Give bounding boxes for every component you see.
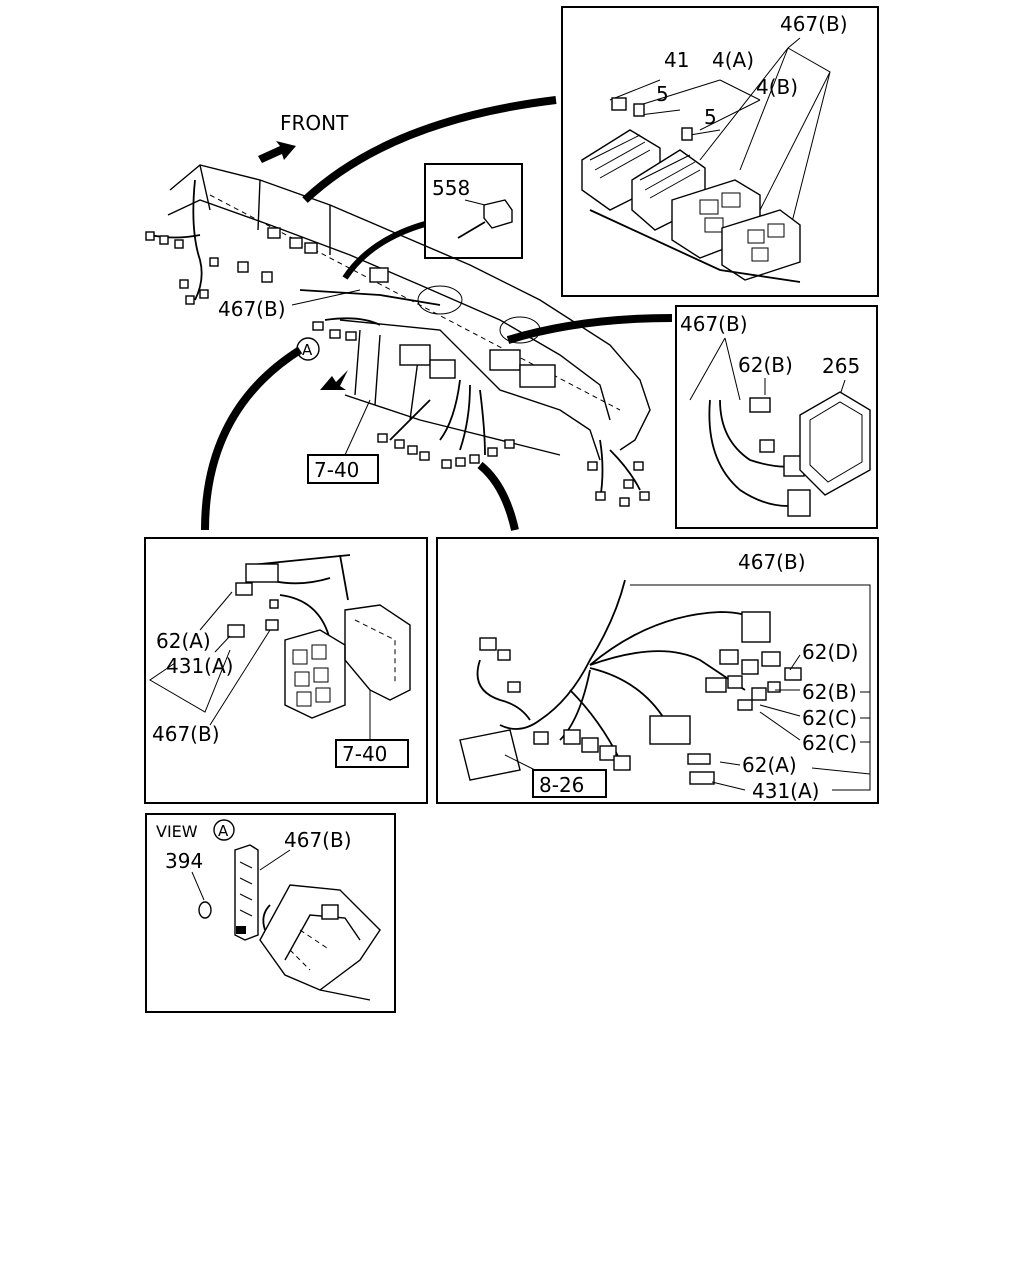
lower-harness-branch — [377, 379, 650, 507]
right-label-62d: 62(D) — [802, 640, 858, 664]
view-marker-circle — [213, 819, 235, 841]
right-label-62a: 62(A) — [742, 753, 797, 777]
clip-394-icon — [198, 901, 212, 919]
main-assembly: FRONT — [145, 111, 651, 507]
left-panel-frame — [144, 537, 428, 804]
relay-block-b — [721, 209, 801, 281]
part-265-panel: 467(B) 62(B) 265 — [675, 305, 878, 529]
callout-arcs — [201, 96, 673, 531]
p265-label-467b: 467(B) — [680, 312, 748, 336]
front-arrow-icon — [258, 141, 296, 163]
p265-label-265: 265 — [822, 354, 860, 378]
left-label-431a: 431(A) — [166, 654, 233, 678]
main-label-467b: 467(B) — [218, 297, 286, 321]
fuse-panel-frame — [561, 6, 879, 297]
junction-block-icon — [284, 629, 346, 719]
part-265-frame — [675, 305, 878, 529]
view-a-panel: VIEW A 467(B) 394 — [145, 813, 396, 1013]
connector-62d-icon — [741, 611, 771, 643]
p265-label-62b: 62(B) — [738, 353, 793, 377]
fuse-label-4a: 4(A) — [712, 48, 754, 72]
right-ref-8-26: 8-26 — [539, 773, 584, 797]
part-558-label: 558 — [432, 176, 470, 200]
fuse-label-5b: 5 — [704, 105, 717, 129]
left-detail-panel: 62(A) 431(A) 467(B) 7-40 — [144, 537, 428, 804]
right-label-431a: 431(A) — [752, 779, 819, 803]
leader-7-40 — [344, 399, 371, 456]
fuse-label-4b: 4(B) — [756, 75, 798, 99]
connector-strip-icon — [234, 844, 259, 941]
view-label-394: 394 — [165, 849, 203, 873]
right-label-467b: 467(B) — [738, 550, 806, 574]
module-8-26-icon — [459, 729, 521, 781]
left-label-467b: 467(B) — [152, 722, 220, 746]
view-panel-frame — [145, 813, 396, 1013]
view-a-marker: A — [296, 337, 348, 390]
part-558-icon — [483, 199, 513, 229]
left-label-62a: 62(A) — [156, 629, 211, 653]
right-ref-box-8-26 — [532, 769, 607, 798]
connector-265-icon — [799, 391, 871, 496]
view-arrow-icon — [320, 370, 348, 390]
view-marker: A — [218, 822, 229, 840]
right-label-62b: 62(B) — [802, 680, 857, 704]
main-ref-7-40: 7-40 — [314, 458, 359, 482]
svg-text:A: A — [302, 341, 313, 359]
right-label-62c1: 62(C) — [802, 706, 857, 730]
left-harness-branch — [145, 179, 441, 341]
part-558-frame — [424, 163, 523, 259]
fuse-relay-panel: 467(B) 41 4(A) 5 4(B) 5 — [561, 6, 879, 297]
view-label-467b: 467(B) — [284, 828, 352, 852]
left-ref-box-7-40 — [335, 739, 409, 768]
front-label: FRONT — [280, 111, 349, 135]
ref-box-7-40 — [307, 454, 379, 484]
right-label-62c2: 62(C) — [802, 731, 857, 755]
dashboard-beam — [167, 164, 651, 461]
leader-467b — [291, 289, 361, 306]
fuse-label-41: 41 — [664, 48, 689, 72]
part-558-panel: 558 — [424, 163, 523, 259]
right-panel-frame — [436, 537, 879, 804]
left-ref-7-40: 7-40 — [342, 742, 387, 766]
fuse-label-5a: 5 — [656, 82, 669, 106]
fuse-label-467b: 467(B) — [780, 12, 848, 36]
view-label: VIEW — [156, 822, 198, 841]
right-detail-panel: 467(B) 62(D) 62(B) 62(C) 62(C — [436, 537, 879, 804]
